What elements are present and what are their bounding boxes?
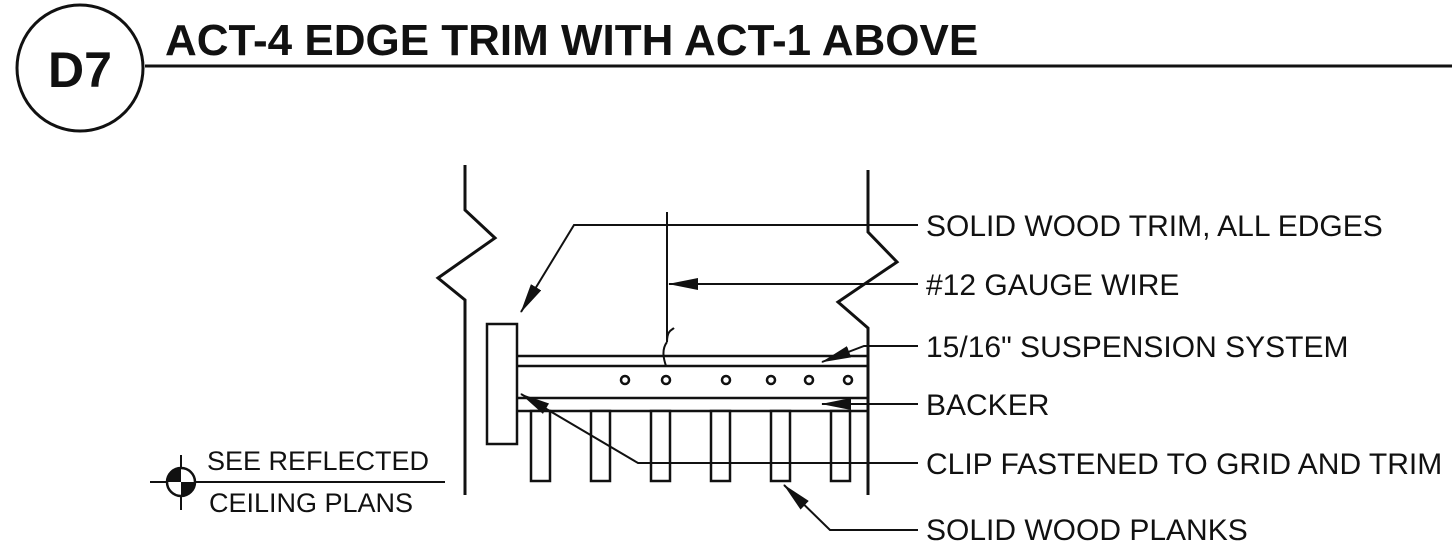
solid-wood-planks xyxy=(529,409,852,483)
callout-clip: CLIP FASTENED TO GRID AND TRIM xyxy=(926,448,1442,481)
detail-tag: D7 xyxy=(48,42,112,98)
reference-line2: CEILING PLANS xyxy=(209,488,413,518)
page-title: ACT-4 EDGE TRIM WITH ACT-1 ABOVE xyxy=(165,16,978,65)
reference-symbol xyxy=(150,455,445,510)
reference-line1: SEE REFLECTED xyxy=(207,446,429,476)
callout-backer: BACKER xyxy=(926,389,1049,422)
callout-suspension: 15/16" SUSPENSION SYSTEM xyxy=(926,331,1348,364)
callout-leaders xyxy=(520,224,918,531)
callout-trim: SOLID WOOD TRIM, ALL EDGES xyxy=(926,210,1383,243)
detail-tag-bubble: D7 xyxy=(15,3,145,133)
callout-wire: #12 GAUGE WIRE xyxy=(926,269,1179,302)
solid-wood-trim xyxy=(485,322,519,446)
left-wall-break-line xyxy=(435,165,498,495)
suspension-system xyxy=(517,354,868,413)
hanger-wire xyxy=(662,212,675,367)
grid-holes xyxy=(619,374,854,386)
callout-planks: SOLID WOOD PLANKS xyxy=(926,514,1248,547)
